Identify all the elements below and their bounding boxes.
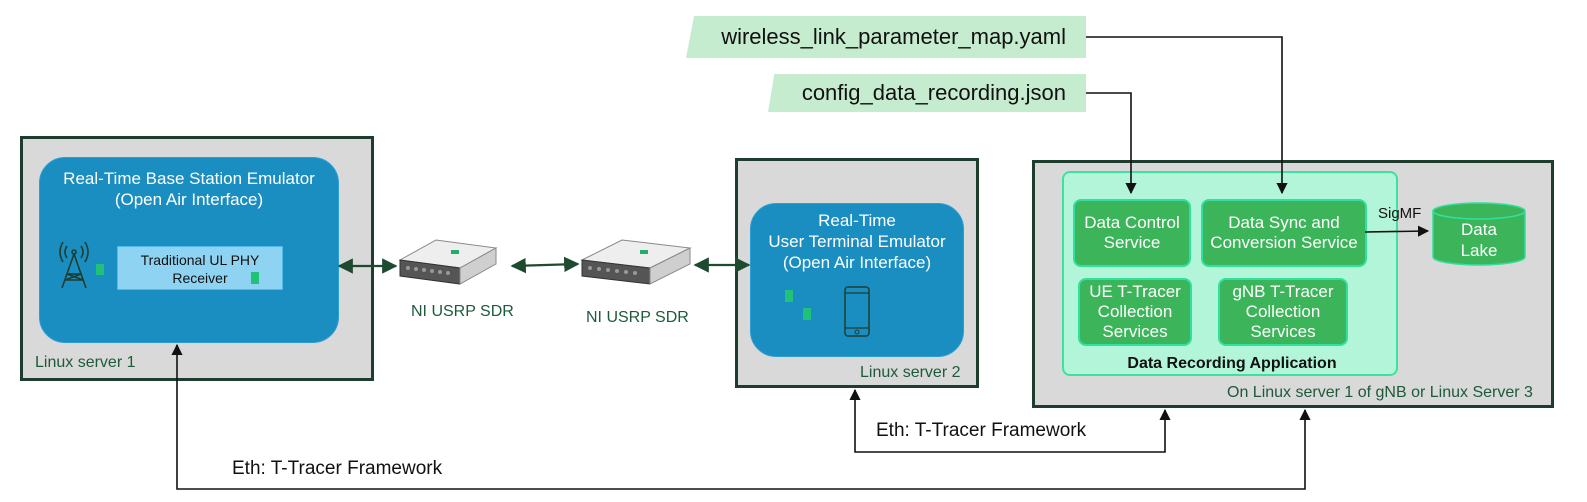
usrp-device-icon <box>398 239 498 285</box>
eth-label-upper: Eth: T-Tracer Framework <box>876 420 1087 441</box>
ul-phy-receiver: Traditional UL PHY Receiver <box>117 246 283 290</box>
yaml-config-file: wireless_link_parameter_map.yaml <box>686 16 1086 58</box>
linux-server-1: Real-Time Base Station Emulator (Open Ai… <box>20 136 374 381</box>
link-usrp1-usrp2 <box>510 256 580 274</box>
eth-upper <box>849 388 1171 453</box>
usrp-label-2: NI USRP SDR <box>586 309 689 326</box>
sync-to-lake <box>1364 225 1430 237</box>
base-station-emulator: Real-Time Base Station Emulator (Open Ai… <box>39 157 339 343</box>
signal-marker <box>803 308 811 320</box>
json-to-control <box>1086 92 1137 195</box>
signal-marker <box>96 264 104 275</box>
yaml-to-sync <box>1086 36 1288 195</box>
sigmf-label: SigMF <box>1378 205 1422 222</box>
antenna-tower-icon <box>59 241 89 289</box>
eth-lower <box>171 343 1311 490</box>
signal-marker <box>785 290 793 302</box>
json-config-file: config_data_recording.json <box>768 74 1086 112</box>
yaml-file-name: wireless_link_parameter_map.yaml <box>721 24 1066 49</box>
user-terminal-emulator: Real-Time User Terminal Emulator (Open A… <box>750 203 964 357</box>
usrp-label-1: NI USRP SDR <box>411 303 514 320</box>
receiver-marker <box>251 272 259 284</box>
json-file-name: config_data_recording.json <box>801 80 1066 105</box>
base-station-title: Real-Time Base Station Emulator (Open Ai… <box>63 169 315 209</box>
user-terminal-title: Real-Time User Terminal Emulator (Open A… <box>768 211 946 272</box>
data-lake-cylinder-icon <box>1432 202 1526 266</box>
mobile-phone-icon <box>844 286 870 337</box>
server-1-label: Linux server 1 <box>35 354 136 371</box>
data-lake-label: Data Lake <box>1460 220 1498 260</box>
usrp-device-icon <box>580 239 692 285</box>
eth-label-lower: Eth: T-Tracer Framework <box>232 458 443 479</box>
